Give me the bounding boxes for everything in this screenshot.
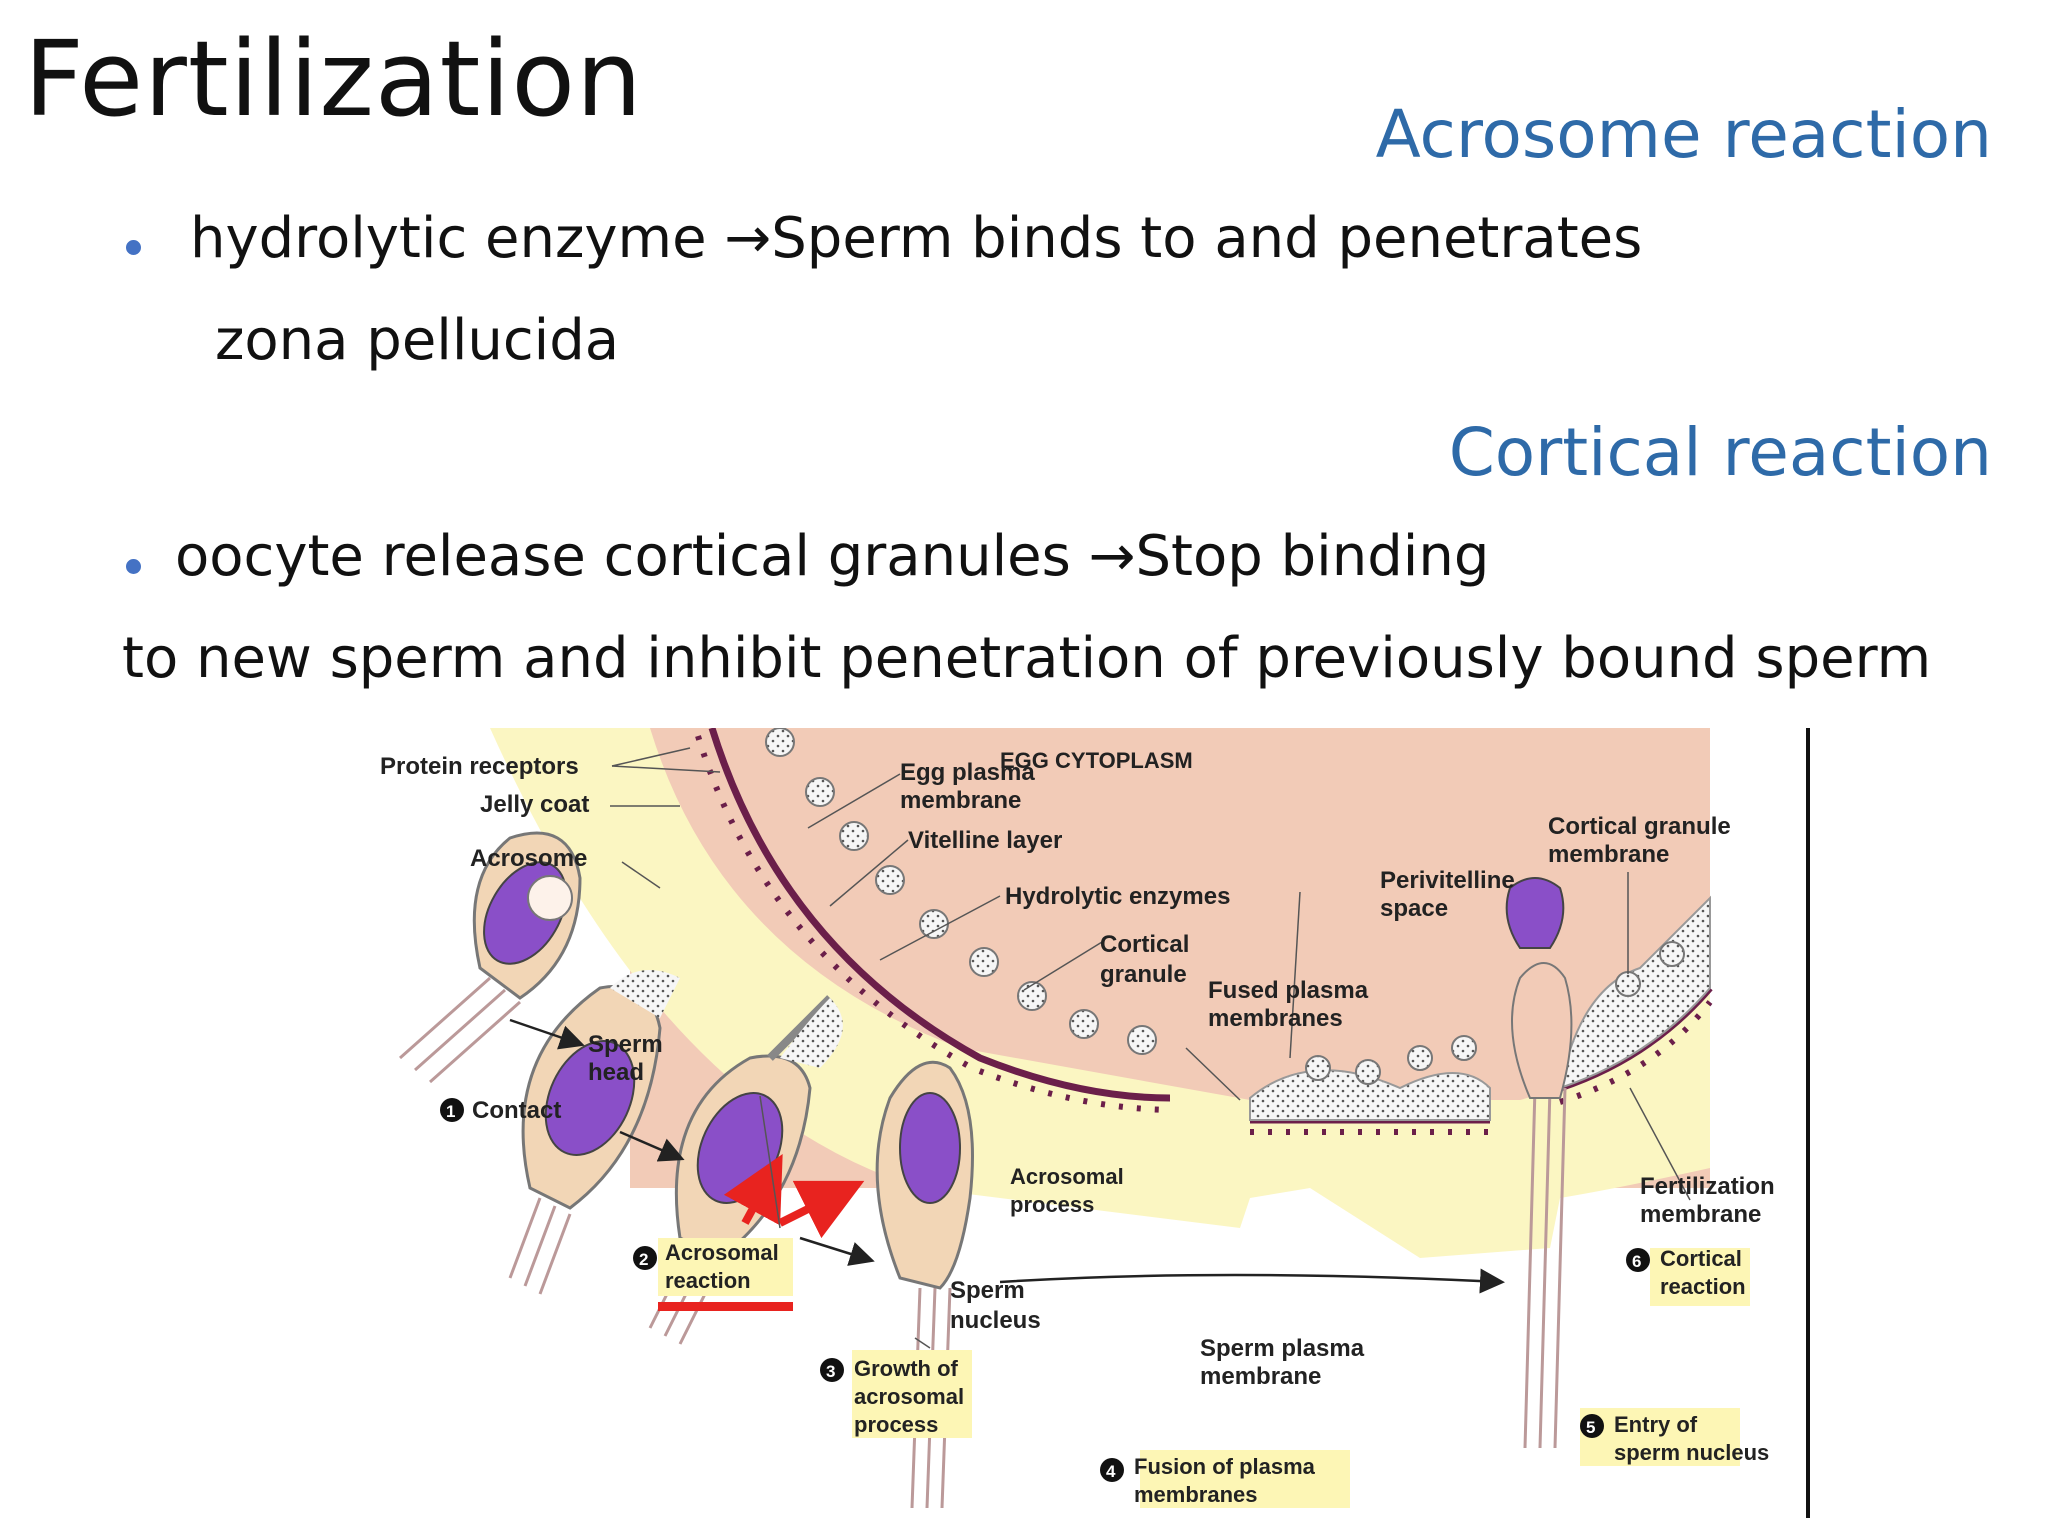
step-6-badge [1626,1248,1650,1272]
step-3-number: 3 [826,1362,835,1381]
cortical-granule-label-2: granule [1100,961,1187,988]
acrosomal-process-label-2: process [1010,1192,1094,1217]
acrosome-label: Acrosome [470,845,587,872]
bullet2-line2: to new sperm and inhibit penetration of … [122,626,1932,691]
arrow-fusion-to-entry [999,1268,1505,1294]
step-5-label-2: sperm nucleus [1614,1440,1769,1465]
step-6-label-1: Cortical [1660,1246,1742,1271]
step-4-label-2: membranes [1134,1482,1258,1507]
step-3-badge [820,1358,844,1382]
egg-plasma-membrane-label-2: membrane [900,787,1021,814]
cortical-reaction-heading: Cortical reaction [1448,414,1992,491]
arrow-growth-to-fusion [799,1236,875,1266]
egg-plasma-membrane-label-1: Egg plasma [900,759,1035,786]
sperm-nucleus-label-1: Sperm [950,1277,1025,1304]
acrosomal-process-label-1: Acrosomal [1010,1164,1124,1189]
right-membrane-dots [1559,1000,1713,1105]
perivitelline-label-1: Perivitelline [1380,867,1515,894]
hydrolytic-enzymes-label: Hydrolytic enzymes [1005,883,1230,910]
cortical-granule-label-1: Cortical [1100,931,1189,958]
fertilization-membrane-label-2: membrane [1640,1201,1761,1228]
step-4-label-1: Fusion of plasma [1134,1454,1316,1479]
sperm-head-label-1: Sperm [588,1031,663,1058]
sperm-plasma-label-1: Sperm plasma [1200,1335,1365,1362]
fused-plasma-label-1: Fused plasma [1208,977,1369,1004]
step-5-number: 5 [1586,1418,1595,1437]
step-4-number: 4 [1106,1462,1116,1481]
label-highlights [658,1238,1750,1508]
step-5-label-1: Entry of [1614,1412,1698,1437]
sperm-fusion [875,1060,974,1509]
perivitelline-label-2: space [1380,895,1448,922]
arrow-reaction-to-growth [619,1130,685,1162]
perivitelline-space [1249,1069,1491,1121]
bullet-dot [126,559,141,574]
step-6-number: 6 [1632,1252,1641,1271]
step-2-badge [633,1246,657,1270]
step-3-label-1: Growth of [854,1356,959,1381]
cortical-granule-membrane-label-2: membrane [1548,841,1669,868]
slide-title: Fertilization [24,18,643,140]
red-arrow-up [723,1153,783,1226]
bullet2-line1: oocyte release cortical granules →Stop b… [175,524,1490,589]
sperm-head-label-2: head [588,1059,644,1086]
sperm-entry [1505,877,1573,1449]
protein-receptors-label: Protein receptors [380,753,579,780]
egg-cytoplasm-label: EGG CYTOPLASM [1000,748,1193,773]
step-4-badge [1100,1458,1124,1482]
bullet-dot [126,240,141,255]
step-2-label-2: reaction [665,1268,751,1293]
sperm-plasma-label-2: membrane [1200,1363,1321,1390]
red-underline [658,1302,793,1311]
step-5-badge [1580,1414,1604,1438]
acrosome-reaction-heading: Acrosome reaction [1375,96,1992,173]
step-1-badge [440,1098,464,1122]
bullet1-line2: zona pellucida [215,308,620,373]
fused-plasma-label-2: membranes [1208,1005,1343,1032]
step-3-label-3: process [854,1412,938,1437]
step-1-number: 1 [446,1102,455,1121]
vitelline-layer-label: Vitelline layer [908,827,1062,854]
fertilization-membrane-label-1: Fertilization [1640,1173,1775,1200]
cortical-granule-membrane-label-1: Cortical granule [1548,813,1731,840]
step-1-label: Contact [472,1097,561,1124]
fertilization-diagram: EGG CYTOPLASM Protein receptors Jelly co… [380,728,1810,1518]
red-arrow-right [778,1180,865,1239]
arrow-contact-to-reaction [509,1018,585,1050]
bullet1-line1: hydrolytic enzyme →Sperm binds to and pe… [190,206,1643,271]
leader-lines [610,747,1691,1349]
jelly-coat-label: Jelly coat [480,791,589,818]
step-2-label-1: Acrosomal [665,1240,779,1265]
step-2-number: 2 [639,1250,648,1269]
sperm-nucleus-label-2: nucleus [950,1307,1041,1334]
step-3-label-2: acrosomal [854,1384,964,1409]
egg-plasma-membrane [708,728,1171,1102]
sperm-contact [399,831,582,1084]
step-6-label-2: reaction [1660,1274,1746,1299]
